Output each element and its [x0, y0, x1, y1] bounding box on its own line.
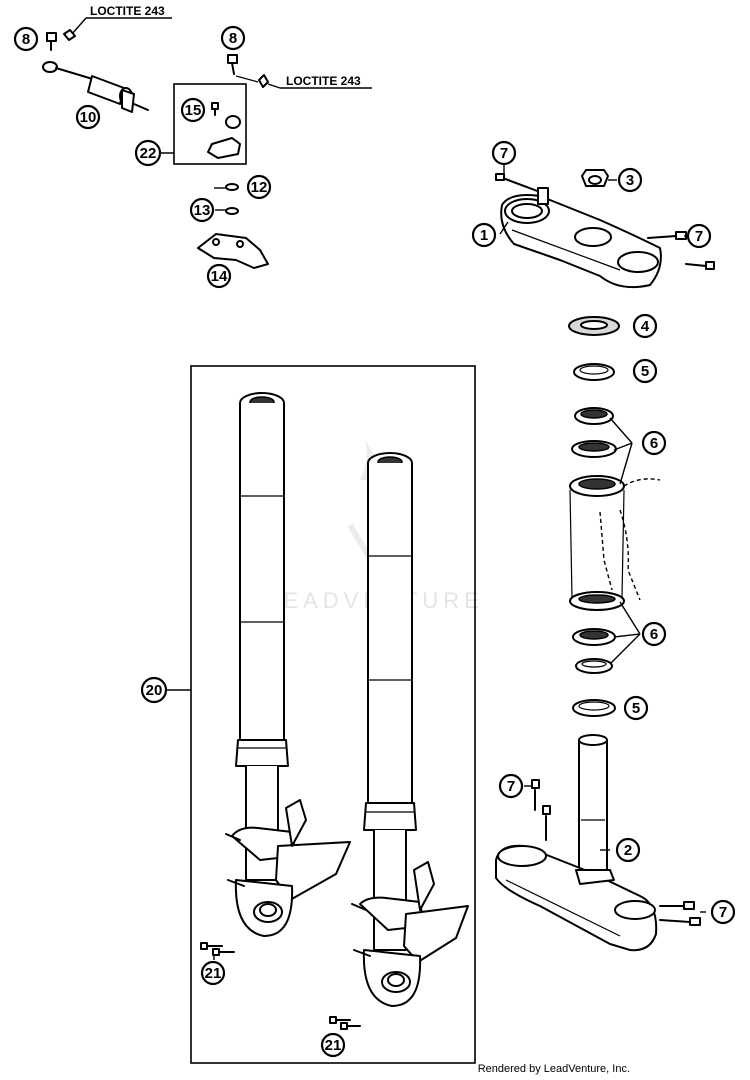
- axle-bolts-21-right: [329, 1016, 361, 1030]
- callout-14: 14: [206, 263, 232, 289]
- callout-20: 20: [140, 676, 168, 704]
- svg-text:2: 2: [624, 842, 632, 859]
- svg-text:7: 7: [695, 228, 703, 245]
- callout-2: 2: [615, 837, 641, 863]
- callout-6-upper: 6: [641, 430, 667, 456]
- bearing-6-upper: [571, 407, 617, 458]
- axle-bolts-21-left: [200, 942, 235, 960]
- callouts: 8 8 10 15 22 12 13 14 7 3 1 7 4 5 6 6 5 …: [13, 25, 736, 1058]
- callout-7-lower-right: 7: [710, 899, 736, 925]
- bearing-6-lower: [572, 628, 616, 674]
- svg-text:5: 5: [641, 363, 649, 380]
- seal-5-lower: [572, 699, 616, 717]
- svg-text:7: 7: [719, 904, 727, 921]
- svg-text:5: 5: [632, 700, 640, 717]
- clamp-in-kit: [207, 137, 241, 159]
- svg-text:20: 20: [146, 682, 163, 699]
- callout-10: 10: [75, 104, 101, 130]
- nut-in-kit: [225, 115, 241, 129]
- loctite-label-2: LOCTITE 243: [286, 74, 361, 88]
- callout-7-upper-left: 7: [491, 140, 517, 166]
- svg-text:6: 6: [650, 435, 658, 452]
- svg-text:7: 7: [507, 778, 515, 795]
- callout-5-lower: 5: [623, 695, 649, 721]
- loctite-note-1: LOCTITE 243: [63, 4, 172, 41]
- fork-leg-left: [225, 392, 351, 937]
- svg-text:3: 3: [626, 172, 634, 189]
- top-nut-3: [581, 169, 609, 187]
- leader-lines: [150, 152, 706, 913]
- svg-text:6: 6: [650, 626, 658, 643]
- callout-5-upper: 5: [632, 358, 658, 384]
- steering-head-frame: [569, 475, 661, 611]
- callout-1: 1: [471, 222, 497, 248]
- svg-text:4: 4: [641, 318, 650, 335]
- callout-8-top: 8: [220, 25, 246, 51]
- fork-box-20: [190, 365, 476, 1064]
- svg-text:12: 12: [251, 179, 268, 196]
- callout-22: 22: [134, 139, 162, 167]
- bracket-14: [197, 233, 269, 269]
- washer-12: [225, 183, 239, 191]
- svg-text:14: 14: [211, 268, 228, 285]
- loctite-label-1: LOCTITE 243: [90, 4, 165, 18]
- lower-triple-clamp: [495, 734, 701, 952]
- svg-text:21: 21: [205, 965, 222, 982]
- svg-text:13: 13: [194, 202, 211, 219]
- callout-7-lower-left: 7: [498, 773, 524, 799]
- svg-text:8: 8: [229, 30, 237, 47]
- svg-text:8: 8: [22, 31, 30, 48]
- fork-leg-right: [351, 452, 469, 1007]
- footer-credit: Rendered by LeadVenture, Inc.: [478, 1063, 630, 1075]
- loctite-note-2: LOCTITE 243: [235, 74, 372, 89]
- svg-text:7: 7: [500, 145, 508, 162]
- callout-13: 13: [189, 197, 215, 223]
- bolt-8-top: [227, 54, 238, 75]
- callout-15: 15: [180, 97, 206, 123]
- callout-12: 12: [246, 174, 272, 200]
- upper-triple-clamp: [495, 173, 715, 289]
- svg-text:1: 1: [480, 227, 488, 244]
- svg-text:15: 15: [185, 102, 202, 119]
- callout-6-lower: 6: [641, 621, 667, 647]
- bolt-8-left: [46, 32, 57, 51]
- callout-8-left: 8: [13, 26, 39, 52]
- screw-15: [211, 102, 219, 116]
- callout-21-left: 21: [200, 960, 226, 986]
- svg-text:22: 22: [140, 145, 157, 162]
- kit-box-22: [173, 83, 247, 165]
- callout-3: 3: [617, 167, 643, 193]
- callout-4: 4: [632, 313, 658, 339]
- seal-5-upper: [573, 363, 615, 381]
- steering-damper: [42, 61, 149, 113]
- svg-text:10: 10: [80, 109, 97, 126]
- washer-13: [225, 207, 239, 215]
- dust-seal-4: [568, 316, 620, 336]
- callout-21-right: 21: [320, 1032, 346, 1058]
- svg-text:21: 21: [325, 1037, 342, 1054]
- callout-7-upper-right: 7: [686, 223, 712, 249]
